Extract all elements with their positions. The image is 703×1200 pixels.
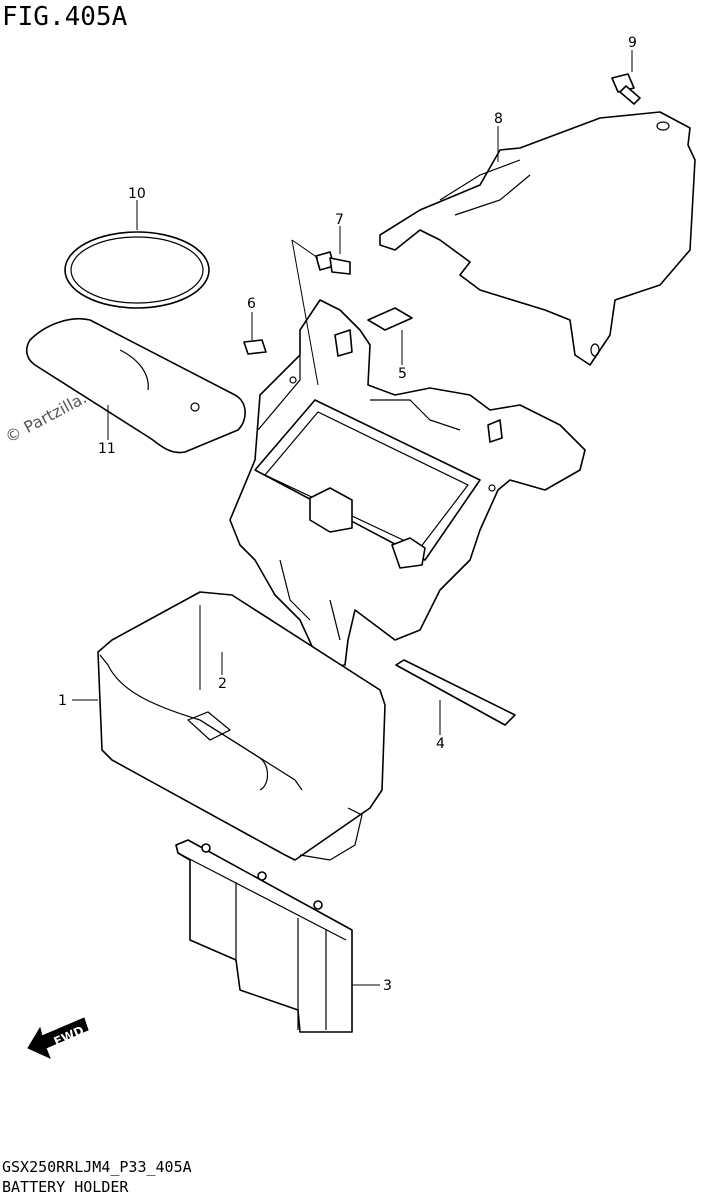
callout-11: 11 [98,441,116,457]
battery-tray-frame [229,299,586,669]
callout-4: 4 [436,736,445,752]
fwd-arrow-icon: FWD [27,1017,89,1059]
callout-8: 8 [494,111,503,127]
callout-10: 10 [128,186,146,202]
callout-3: 3 [383,978,392,994]
part-1-battery-case [97,591,386,861]
callout-1: 1 [58,693,67,709]
callout-2: 2 [218,676,227,692]
part-9-bolt [611,73,641,105]
footer-code: GSX250RRLJM4_P33_405A [2,1158,192,1176]
figure-title: FIG.405A [2,2,128,32]
leader-lines [72,50,633,986]
part-11-pad [25,317,246,454]
part-4-strip [395,659,516,726]
callout-9: 9 [628,35,637,51]
part-6-pad [243,339,267,355]
footer-name: BATTERY HOLDER [2,1178,129,1196]
part-10-band [64,231,210,309]
part-8-cover [379,111,696,366]
part-7-bolt [315,251,351,275]
part-5-pad [367,307,413,331]
part-3-plate [175,839,353,1033]
callout-6: 6 [247,296,256,312]
callout-7: 7 [335,212,344,228]
callout-5: 5 [398,366,407,382]
